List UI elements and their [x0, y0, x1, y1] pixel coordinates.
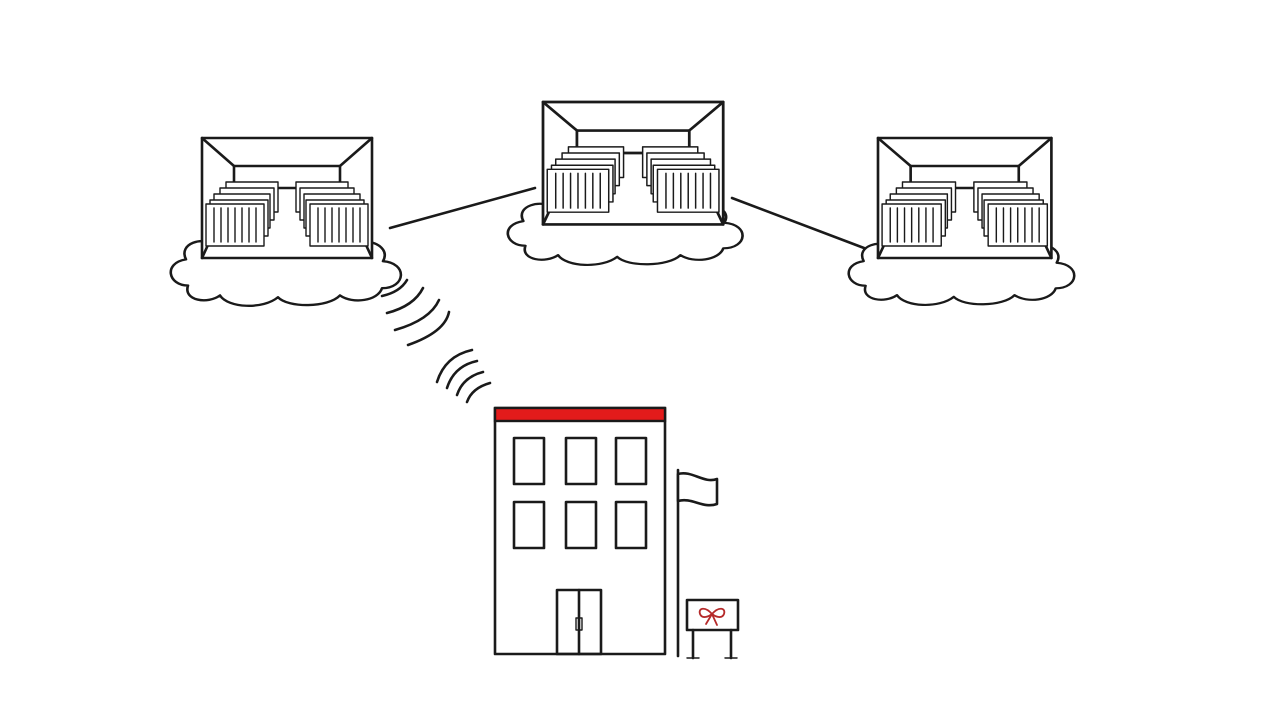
server-room-icon	[202, 138, 372, 258]
gift-bow-sign-icon	[685, 598, 740, 660]
office-building	[493, 406, 740, 660]
roof-accent	[493, 406, 667, 423]
wireless-signal-icon	[380, 278, 451, 347]
server-room-icon	[543, 102, 723, 224]
datacenter-right	[847, 138, 1076, 307]
datacenter-left	[169, 138, 403, 308]
datacenter-center	[506, 102, 744, 267]
door	[555, 588, 603, 656]
server-room-icon	[878, 138, 1051, 258]
flag-icon	[676, 468, 719, 658]
building-icon	[493, 406, 667, 656]
wireless-signal-icon	[435, 348, 492, 404]
bow	[698, 607, 726, 626]
link-left-center	[388, 186, 537, 230]
link-center-right	[730, 196, 866, 250]
